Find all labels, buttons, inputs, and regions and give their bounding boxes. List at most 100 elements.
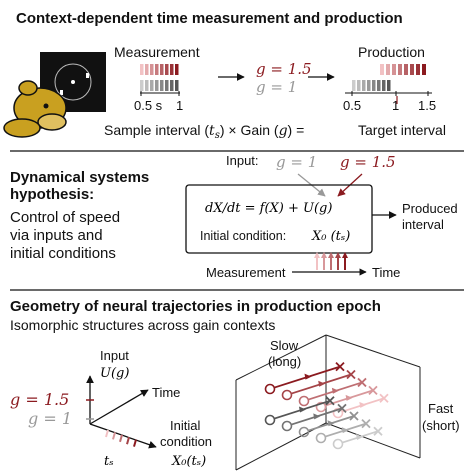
initial-condition-axis-symbol: X₀(tₛ) — [171, 454, 206, 469]
red-traj-arrow-4 — [359, 401, 367, 408]
meas-red-bar-6 — [170, 64, 174, 75]
red-traj-arrow-2 — [331, 387, 339, 394]
prod-red-bar-1 — [386, 64, 390, 75]
prod-red-bar-6 — [416, 64, 420, 75]
meas-arrowhead-0 — [314, 252, 320, 258]
ts-tick-1 — [112, 432, 116, 440]
red-traj-end-0 — [335, 361, 345, 372]
sample-interval-equation: Sample interval (ts) × Gain (g) = — [104, 122, 304, 141]
red-traj-start-0 — [264, 383, 276, 395]
dynamics-equation: dX/dt = f(X) + U(g) — [205, 201, 332, 216]
meas-gray-bar-1 — [145, 80, 149, 91]
gray-traj-arrow-0 — [299, 406, 306, 413]
prod-gray-bar-6 — [382, 80, 386, 91]
meas-red-bar-4 — [160, 64, 164, 75]
gain-high-label: g = 1.5 — [256, 60, 312, 78]
initial-condition-axis-line1: Initial — [170, 418, 200, 433]
measurement-gray-bars — [140, 80, 179, 91]
prod-gray-bar-4 — [372, 80, 376, 91]
meas-arrowhead-4 — [342, 252, 348, 258]
red-traj-end-4 — [379, 393, 389, 403]
prod-red-bar-2 — [392, 64, 396, 75]
time-axis-label: Time — [152, 385, 180, 400]
input-axis-label: Input — [100, 348, 129, 363]
meas-gray-bar-6 — [170, 80, 174, 91]
red-traj-end-2 — [357, 377, 367, 388]
section3-subtitle: Isomorphic structures across gain contex… — [10, 317, 275, 333]
meas-arrowhead-3 — [335, 252, 341, 258]
fast-label-line2: (short) — [422, 418, 460, 433]
meas-gray-bar-2 — [150, 80, 154, 91]
produced-interval-line1: Produced — [402, 201, 458, 216]
meas-gray-bar-0 — [140, 80, 144, 91]
section2-desc-line1: Control of speed — [10, 209, 120, 226]
input-label: Input: — [226, 153, 259, 168]
production-red-bars — [380, 64, 426, 75]
g15-axis-label: g = 1.5 — [10, 390, 69, 409]
gray-traj-end-2 — [349, 411, 359, 421]
prod-red-bar-4 — [404, 64, 408, 75]
gray-traj-start-0 — [264, 414, 276, 426]
meas-gray-bar-7 — [175, 80, 179, 91]
gray-traj-start-1 — [281, 420, 293, 432]
gray-traj-arrow-1 — [313, 413, 321, 420]
fixation-ring — [54, 63, 92, 101]
section2-title-line2: hypothesis: — [10, 186, 94, 203]
meas-gray-bar-4 — [160, 80, 164, 91]
measurement-label-2: Measurement — [206, 265, 286, 280]
prod-red-bar-7 — [422, 64, 426, 75]
gray-traj-arrow-2 — [327, 420, 335, 427]
ts-tick-3 — [126, 436, 130, 445]
time-axis — [89, 389, 149, 425]
prod-gray-bar-7 — [387, 80, 391, 91]
red-traj-end-1 — [346, 369, 356, 380]
initial-condition-symbol: X₀ (tₛ) — [311, 229, 350, 244]
gray-traj-start-4 — [332, 438, 344, 450]
g1-axis-label: g = 1 — [28, 409, 72, 428]
ts-tick-0 — [105, 429, 109, 438]
production-gray-bars — [352, 80, 391, 91]
input-axis-symbol: U(g) — [100, 366, 129, 381]
ts-tick-2 — [119, 434, 123, 443]
ts-ticks — [105, 429, 137, 447]
time-label: Time — [372, 265, 400, 280]
prod-red-bar-5 — [410, 64, 414, 75]
section1-title: Context-dependent time measurement and p… — [16, 10, 403, 27]
initial-condition-axis — [89, 423, 157, 449]
measurement-input-arrows — [314, 252, 348, 270]
section2-desc-line3: initial conditions — [10, 245, 116, 262]
slow-label-line2: (long) — [268, 354, 301, 369]
gray-traj-end-1 — [337, 403, 347, 414]
prod-tick-1: 1 — [392, 98, 399, 113]
meas-red-bar-2 — [150, 64, 154, 75]
gray-traj-arrow-4 — [356, 433, 363, 440]
ts-tick-4 — [133, 439, 137, 447]
monkey-illustration — [3, 52, 106, 138]
target-interval-label: Target interval — [358, 122, 446, 138]
meas-red-bar-1 — [145, 64, 149, 75]
prod-gray-bar-3 — [367, 80, 371, 91]
red-traj-arrow-0 — [304, 373, 312, 380]
initial-condition-label: Initial condition: — [200, 229, 286, 243]
meas-gray-bar-3 — [155, 80, 159, 91]
meas-red-bar-3 — [155, 64, 159, 75]
gray-traj-start-2 — [298, 426, 310, 438]
red-traj-arrow-1 — [318, 380, 326, 387]
gray-traj-start-3 — [315, 432, 327, 444]
gray-traj-end-4 — [373, 426, 383, 436]
meas-red-bar-7 — [175, 64, 179, 75]
red-traj-start-2 — [298, 395, 310, 407]
produced-interval-line2: interval — [402, 217, 444, 232]
meas-arrowhead-2 — [328, 252, 334, 258]
gray-traj-end-0 — [325, 396, 335, 406]
initial-condition-axis-line2: condition — [160, 434, 212, 449]
state-space-axes — [86, 375, 157, 449]
meas-red-bar-0 — [140, 64, 144, 75]
meas-gray-bar-5 — [165, 80, 169, 91]
input-g15-label: g = 1.5 — [340, 153, 396, 171]
prod-gray-bar-1 — [357, 80, 361, 91]
prod-tick-2: 1.5 — [418, 98, 436, 113]
prod-tick-0: 0.5 — [343, 98, 361, 113]
prod-red-bar-0 — [380, 64, 384, 75]
neural-trajectories — [264, 361, 389, 450]
